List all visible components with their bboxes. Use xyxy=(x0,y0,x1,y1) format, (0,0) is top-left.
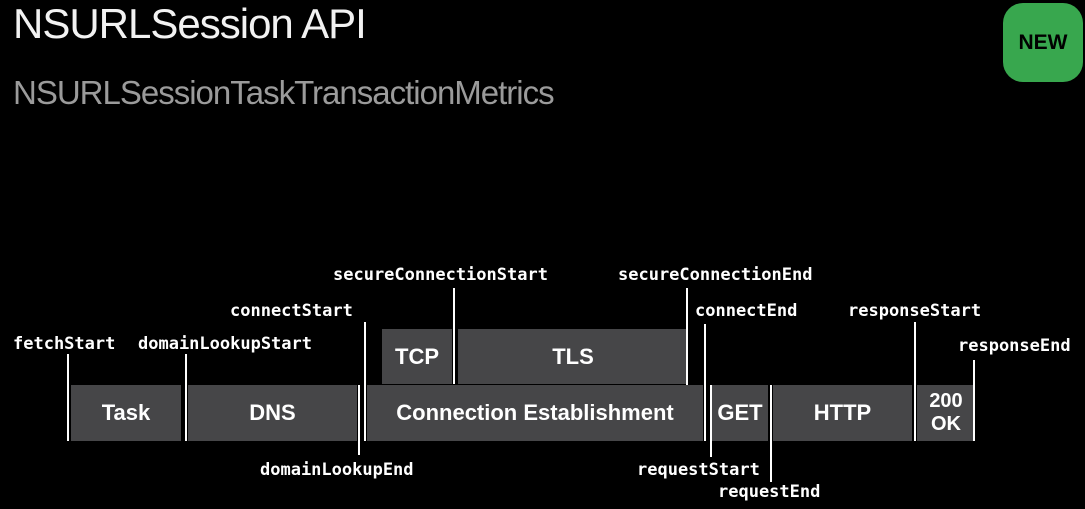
domain-lookup-start-label: domainLookupStart xyxy=(138,334,312,354)
request-end-label: requestEnd xyxy=(718,482,821,502)
domain-lookup-end-line xyxy=(358,385,360,455)
request-start-line xyxy=(710,385,712,457)
request-start-label: requestStart xyxy=(637,460,760,480)
domain-lookup-end-label: domainLookupEnd xyxy=(260,460,414,480)
segment-dns: DNS xyxy=(188,385,357,441)
page-title: NSURLSession API xyxy=(13,0,367,47)
request-end-line xyxy=(770,385,772,482)
secure-connection-end-label: secureConnectionEnd xyxy=(618,265,813,285)
segment-status-200-ok: 200 OK xyxy=(917,385,975,441)
segment-tcp: TCP xyxy=(382,329,452,384)
segment-get: GET xyxy=(712,385,768,441)
response-end-label: responseEnd xyxy=(958,336,1071,356)
connect-end-label: connectEnd xyxy=(695,301,798,321)
secure-connection-start-label: secureConnectionStart xyxy=(333,265,548,285)
connect-end-line xyxy=(704,324,706,441)
secure-connection-end-line xyxy=(686,288,688,385)
secure-connection-start-line xyxy=(453,288,455,384)
response-start-label: responseStart xyxy=(848,301,982,321)
segment-task: Task xyxy=(71,385,181,441)
new-badge: NEW xyxy=(1003,3,1083,82)
response-end-line xyxy=(973,360,975,441)
connect-start-line xyxy=(364,322,366,441)
domain-lookup-start-line xyxy=(185,354,187,441)
response-start-line xyxy=(914,322,916,441)
connect-start-label: connectStart xyxy=(230,301,353,321)
segment-tls: TLS xyxy=(458,329,688,384)
fetch-start-label: fetchStart xyxy=(13,334,116,354)
segment-connection-establishment: Connection Establishment xyxy=(367,385,703,441)
page-subtitle: NSURLSessionTaskTransactionMetrics xyxy=(13,74,555,111)
fetch-start-line xyxy=(67,354,69,441)
segment-http: HTTP xyxy=(773,385,912,441)
